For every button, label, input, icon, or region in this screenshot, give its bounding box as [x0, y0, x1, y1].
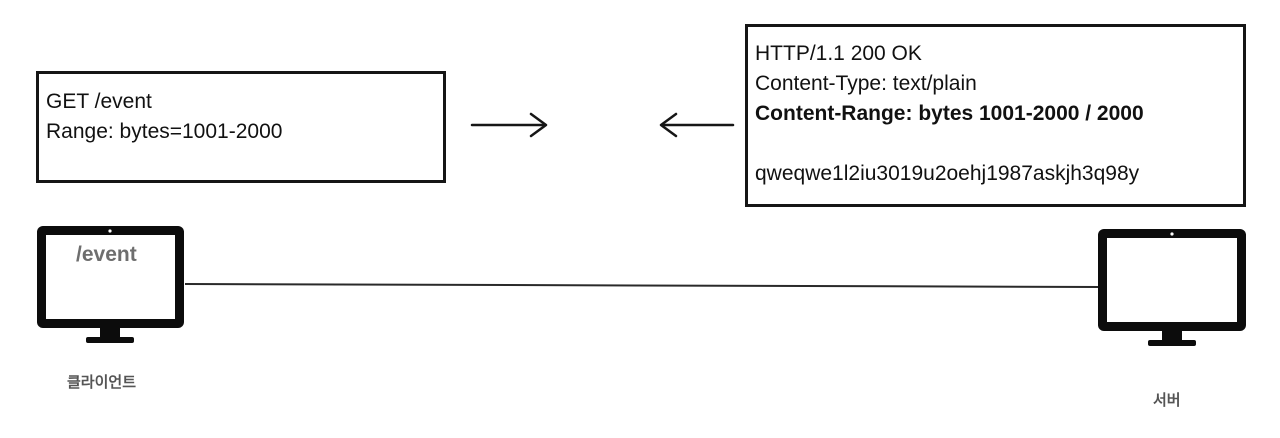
arrow-left-icon: [659, 112, 735, 138]
response-box: HTTP/1.1 200 OK Content-Type: text/plain…: [745, 24, 1246, 207]
status-line: HTTP/1.1 200 OK: [755, 42, 922, 65]
client-screen-text: /event: [76, 243, 137, 266]
monitor-icon: [1098, 229, 1246, 346]
arrow-right-icon: [470, 112, 548, 138]
content-range-header: Content-Range: bytes 1001-2000 / 2000: [755, 102, 1144, 125]
content-type-header: Content-Type: text/plain: [755, 72, 977, 95]
connection-line: [184, 283, 1101, 288]
request-line: GET /event: [46, 90, 152, 113]
range-header: Range: bytes=1001-2000: [46, 120, 283, 143]
request-box: GET /event Range: bytes=1001-2000: [36, 71, 446, 183]
client-label: 클라이언트: [67, 373, 137, 391]
monitor-icon: [37, 226, 184, 343]
response-body: qweqwe1l2iu3019u2oehj1987askjh3q98y: [755, 162, 1140, 185]
server-label: 서버: [1153, 391, 1181, 409]
